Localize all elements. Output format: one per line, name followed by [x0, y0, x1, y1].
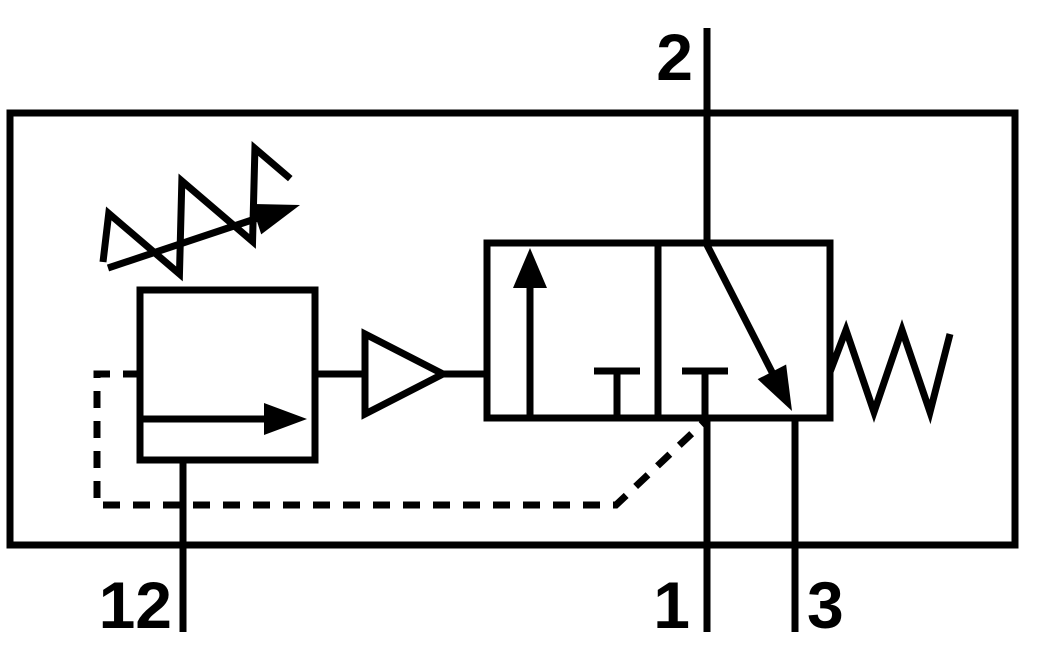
- regulator-body: [136, 286, 319, 464]
- flow-diagonal-arrowhead: [757, 364, 792, 411]
- adjustable-spring-icon: [99, 140, 293, 282]
- adjustment-arrow-shaft: [106, 214, 260, 272]
- port-1-label: 1: [653, 568, 690, 642]
- port-3-label: 3: [807, 568, 844, 642]
- flow-up-arrowhead: [513, 248, 547, 288]
- port-2-label: 2: [656, 20, 693, 94]
- return-spring-icon: [826, 319, 954, 425]
- enclosure-outline: [6, 109, 1019, 549]
- adjustment-arrowhead: [251, 203, 300, 235]
- pilot-triangle-icon: [361, 328, 451, 420]
- pilot-control-dashed-line: [93, 370, 707, 509]
- regulator-flow-arrowhead: [264, 403, 307, 435]
- flow-diagonal-arrow-shaft: [703, 243, 778, 378]
- port-12-label: 12: [99, 568, 172, 642]
